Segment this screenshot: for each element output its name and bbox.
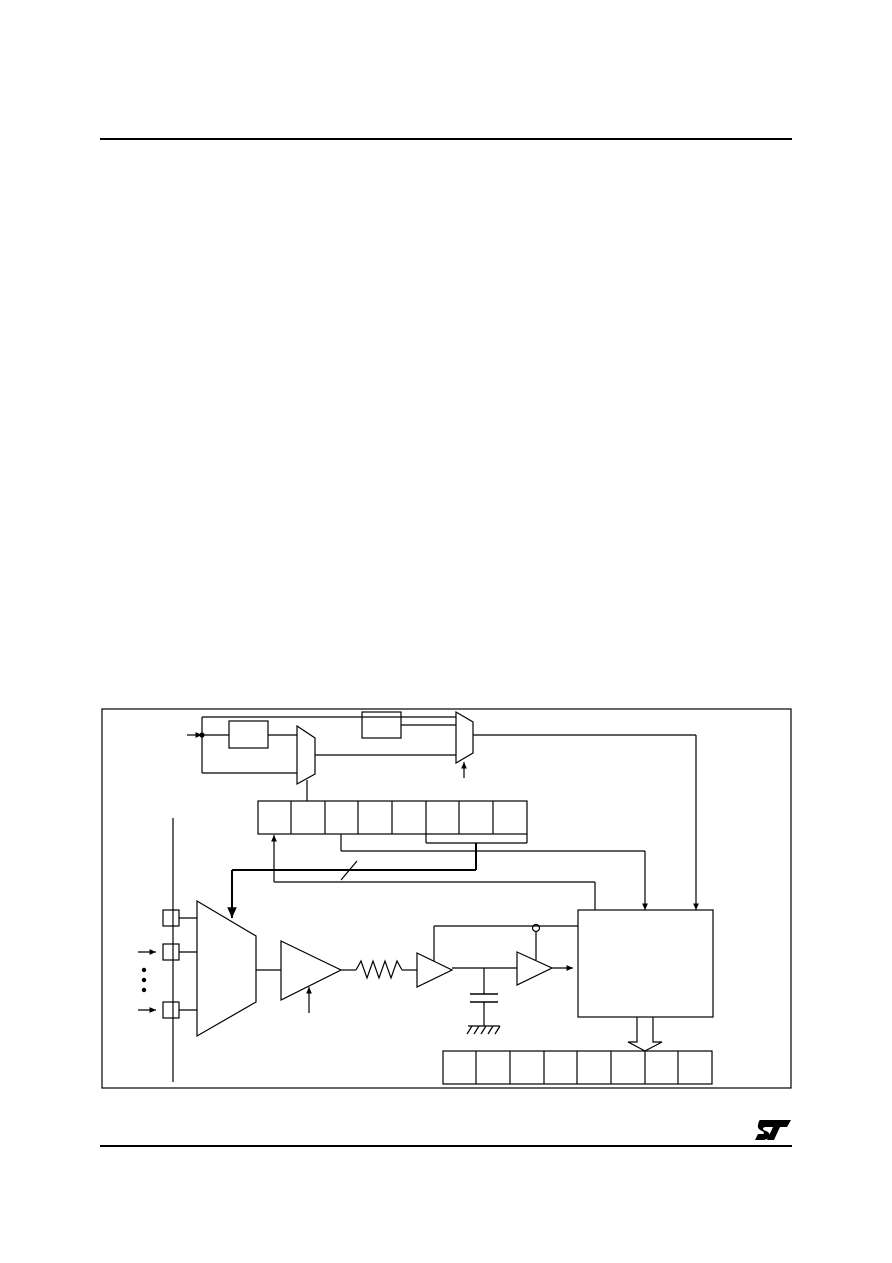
input-pin-1 bbox=[162, 943, 180, 961]
multiplexer-icon bbox=[455, 710, 474, 765]
divider-box-1 bbox=[228, 720, 269, 749]
ellipsis-dot bbox=[141, 977, 147, 983]
input-pin-n bbox=[162, 1001, 180, 1019]
resistor-icon bbox=[355, 959, 403, 980]
control-logic-block bbox=[577, 909, 714, 1018]
comparator-icon bbox=[416, 952, 454, 988]
divider-box-2 bbox=[361, 711, 402, 739]
st-logo bbox=[755, 1120, 791, 1140]
ellipsis-dot bbox=[141, 967, 147, 973]
ground-icon bbox=[466, 1025, 501, 1035]
inverter-icon bbox=[516, 951, 554, 986]
figure-frame bbox=[101, 708, 792, 1089]
input-pin-0 bbox=[162, 909, 180, 927]
inverter-bubble bbox=[531, 923, 541, 933]
header-rule bbox=[100, 138, 792, 140]
analog-mux-icon bbox=[196, 899, 257, 1038]
data-register bbox=[442, 1050, 713, 1085]
bus-width-slash bbox=[340, 860, 358, 881]
control-register bbox=[257, 800, 528, 835]
multiplexer-icon bbox=[296, 724, 316, 786]
ellipsis-dot bbox=[141, 987, 147, 993]
footer-rule bbox=[100, 1145, 792, 1147]
amplifier-icon bbox=[280, 940, 343, 1001]
data-output-arrow bbox=[627, 1017, 663, 1052]
